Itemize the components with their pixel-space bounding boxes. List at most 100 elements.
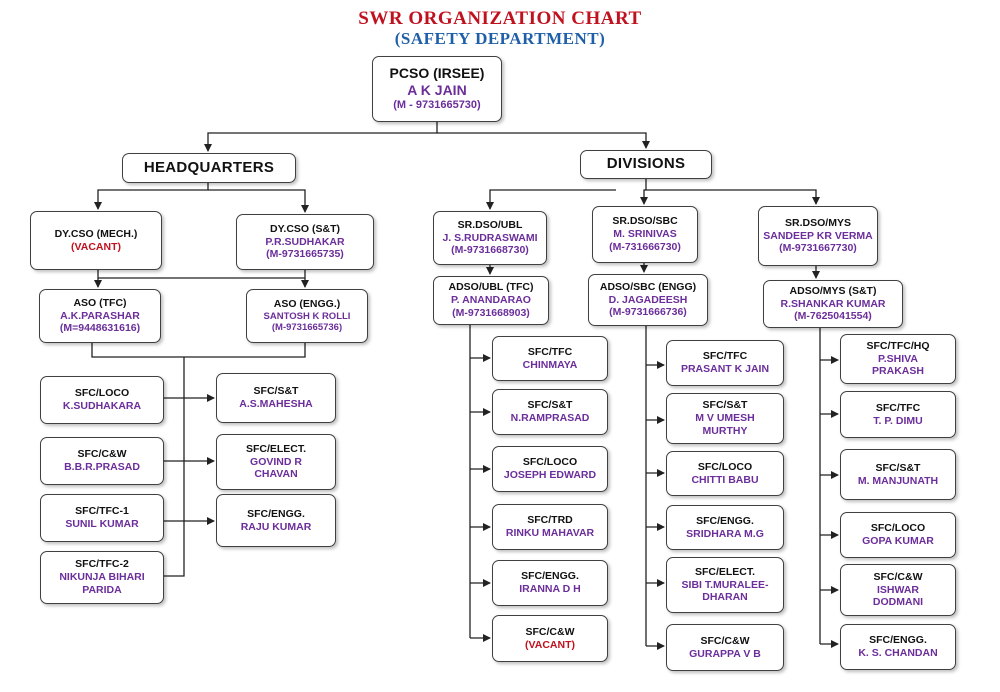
divisions-box: DIVISIONS (580, 150, 712, 179)
unit-role: SFC/TFC-1 (75, 505, 129, 518)
adso-ubl-box: ADSO/UBL (TFC) P. ANANDARAO (M-973166890… (433, 276, 549, 325)
adso-ubl-role: ADSO/UBL (TFC) (448, 281, 534, 294)
adso-sbc-role: ADSO/SBC (ENGG) (599, 280, 697, 293)
unit-role: SFC/LOCO (74, 387, 130, 400)
chart-title: SWR ORGANIZATION CHART (358, 8, 642, 29)
chart-subtitle: (SAFETY DEPARTMENT) (394, 29, 606, 48)
ubl-unit-box: SFC/TRD RINKU MAHAVAR (492, 504, 608, 550)
unit-role: SFC/TRD (527, 514, 573, 527)
dycso-mech-role: DY.CSO (MECH.) (54, 227, 138, 240)
pcso-phone: (M - 9731665730) (393, 99, 481, 112)
ubl-unit-box: SFC/S&T N.RAMPRASAD (492, 389, 608, 435)
unit-role: SFC/C&W (77, 448, 127, 461)
unit-name: GOVIND R CHAVAN (250, 455, 302, 481)
unit-role: SFC/C&W (873, 570, 923, 583)
unit-role: SFC/S&T (875, 461, 921, 474)
unit-name: K. S. CHANDAN (858, 647, 938, 659)
aso-tfc-role: ASO (TFC) (73, 296, 127, 309)
headquarters-box: HEADQUARTERS (122, 153, 296, 183)
unit-name: SRIDHARA M.G (686, 527, 764, 540)
adso-ubl-phone: (M-9731668903) (452, 306, 530, 319)
headquarters-label: HEADQUARTERS (143, 158, 275, 176)
unit-name: (VACANT) (525, 638, 575, 651)
unit-role: SFC/ENGG. (521, 570, 579, 583)
hq-right-unit-box: SFC/S&T A.S.MAHESHA (216, 373, 336, 423)
adso-mys-box: ADSO/MYS (S&T) R.SHANKAR KUMAR (M-762504… (763, 280, 903, 328)
ubl-unit-box: SFC/ENGG. IRANNA D H (492, 560, 608, 606)
aso-engg-box: ASO (ENGG.) SANTOSH K ROLLI (M-973166573… (246, 289, 368, 343)
sbc-unit-box: SFC/ELECT. SIBI T.MURALEE- DHARAN (666, 557, 784, 613)
hq-left-unit-box: SFC/C&W B.B.R.PRASAD (40, 437, 164, 485)
mys-unit-box: SFC/TFC T. P. DIMU (840, 391, 956, 438)
aso-tfc-phone: (M=9448631616) (59, 322, 141, 335)
srdso-mys-box: SR.DSO/MYS SANDEEP KR VERMA (M-973166773… (758, 206, 878, 266)
pcso-name: A K JAIN (407, 82, 467, 99)
unit-name: P.SHIVA PRAKASH (872, 352, 924, 378)
srdso-mys-phone: (M-9731667730) (779, 242, 857, 255)
dycso-st-phone: (M-9731665735) (266, 248, 344, 261)
unit-name: SUNIL KUMAR (65, 518, 139, 530)
srdso-ubl-name: J. S.RUDRASWAMI (442, 231, 538, 244)
unit-role: SFC/ELECT. (245, 442, 307, 455)
unit-role: SFC/ENGG. (247, 507, 305, 520)
unit-name: CHINMAYA (522, 358, 578, 371)
unit-name: GURAPPA V B (689, 647, 761, 660)
unit-role: SFC/TFC (527, 345, 573, 358)
dycso-st-box: DY.CSO (S&T) P.R.SUDHAKAR (M-9731665735) (236, 214, 374, 270)
unit-name: RAJU KUMAR (240, 520, 312, 533)
hq-left-unit-box: SFC/LOCO K.SUDHAKARA (40, 376, 164, 424)
mys-unit-box: SFC/LOCO GOPA KUMAR (840, 512, 956, 558)
unit-name: A.S.MAHESHA (239, 398, 313, 410)
mys-unit-box: SFC/S&T M. MANJUNATH (840, 449, 956, 500)
unit-role: SFC/C&W (700, 634, 750, 647)
unit-role: SFC/LOCO (697, 460, 753, 473)
unit-role: SFC/ELECT. (694, 565, 756, 578)
unit-role: SFC/ENGG. (869, 634, 927, 647)
srdso-ubl-role: SR.DSO/UBL (457, 218, 523, 231)
mys-unit-box: SFC/TFC/HQ P.SHIVA PRAKASH (840, 334, 956, 384)
srdso-ubl-phone: (M-9731668730) (451, 244, 529, 257)
hq-left-unit-box: SFC/TFC-1 SUNIL KUMAR (40, 494, 164, 542)
aso-engg-phone: (M-9731665736) (271, 322, 343, 334)
dycso-mech-name: (VACANT) (71, 240, 121, 253)
adso-mys-role: ADSO/MYS (S&T) (789, 284, 877, 297)
unit-name: NIKUNJA BIHARI PARIDA (59, 571, 145, 596)
dycso-st-role: DY.CSO (S&T) (269, 222, 340, 235)
adso-ubl-name: P. ANANDARAO (451, 294, 531, 307)
ubl-unit-box: SFC/TFC CHINMAYA (492, 336, 608, 381)
sbc-unit-box: SFC/LOCO CHITTI BABU (666, 451, 784, 496)
sbc-unit-box: SFC/TFC PRASANT K JAIN (666, 340, 784, 386)
unit-role: SFC/TFC (875, 401, 921, 414)
adso-mys-phone: (M-7625041554) (794, 310, 872, 323)
unit-role: SFC/S&T (702, 399, 748, 412)
aso-engg-role: ASO (ENGG.) (273, 298, 341, 311)
unit-name: M. MANJUNATH (857, 474, 939, 487)
adso-sbc-name: D. JAGADEESH (608, 293, 688, 306)
pcso-role: PCSO (IRSEE) (389, 65, 485, 82)
unit-name: GOPA KUMAR (862, 535, 934, 547)
unit-name: B.B.R.PRASAD (64, 461, 140, 473)
dycso-mech-box: DY.CSO (MECH.) (VACANT) (30, 211, 162, 270)
unit-name: SIBI T.MURALEE- DHARAN (681, 578, 769, 604)
unit-name: IRANNA D H (519, 583, 581, 595)
unit-role: SFC/S&T (527, 399, 573, 412)
sbc-unit-box: SFC/ENGG. SRIDHARA M.G (666, 505, 784, 550)
srdso-mys-role: SR.DSO/MYS (785, 216, 851, 229)
hq-right-unit-box: SFC/ELECT. GOVIND R CHAVAN (216, 434, 336, 490)
aso-engg-name: SANTOSH K ROLLI (263, 310, 351, 322)
hq-right-unit-box: SFC/ENGG. RAJU KUMAR (216, 494, 336, 547)
unit-name: RINKU MAHAVAR (505, 527, 595, 539)
hq-left-unit-box: SFC/TFC-2 NIKUNJA BIHARI PARIDA (40, 551, 164, 604)
unit-role: SFC/TFC-2 (75, 558, 129, 571)
unit-name: N.RAMPRASAD (510, 412, 590, 424)
srdso-sbc-role: SR.DSO/SBC (612, 215, 678, 228)
unit-name: T. P. DIMU (873, 414, 923, 427)
unit-name: K.SUDHAKARA (62, 400, 142, 412)
srdso-sbc-box: SR.DSO/SBC M. SRINIVAS (M-731666730) (592, 206, 698, 263)
pcso-box: PCSO (IRSEE) A K JAIN (M - 9731665730) (372, 56, 502, 122)
unit-name: CHITTI BABU (691, 473, 759, 486)
unit-role: SFC/C&W (525, 625, 575, 638)
unit-name: PRASANT K JAIN (680, 363, 770, 375)
mys-unit-box: SFC/C&W ISHWAR DODMANI (840, 564, 956, 616)
